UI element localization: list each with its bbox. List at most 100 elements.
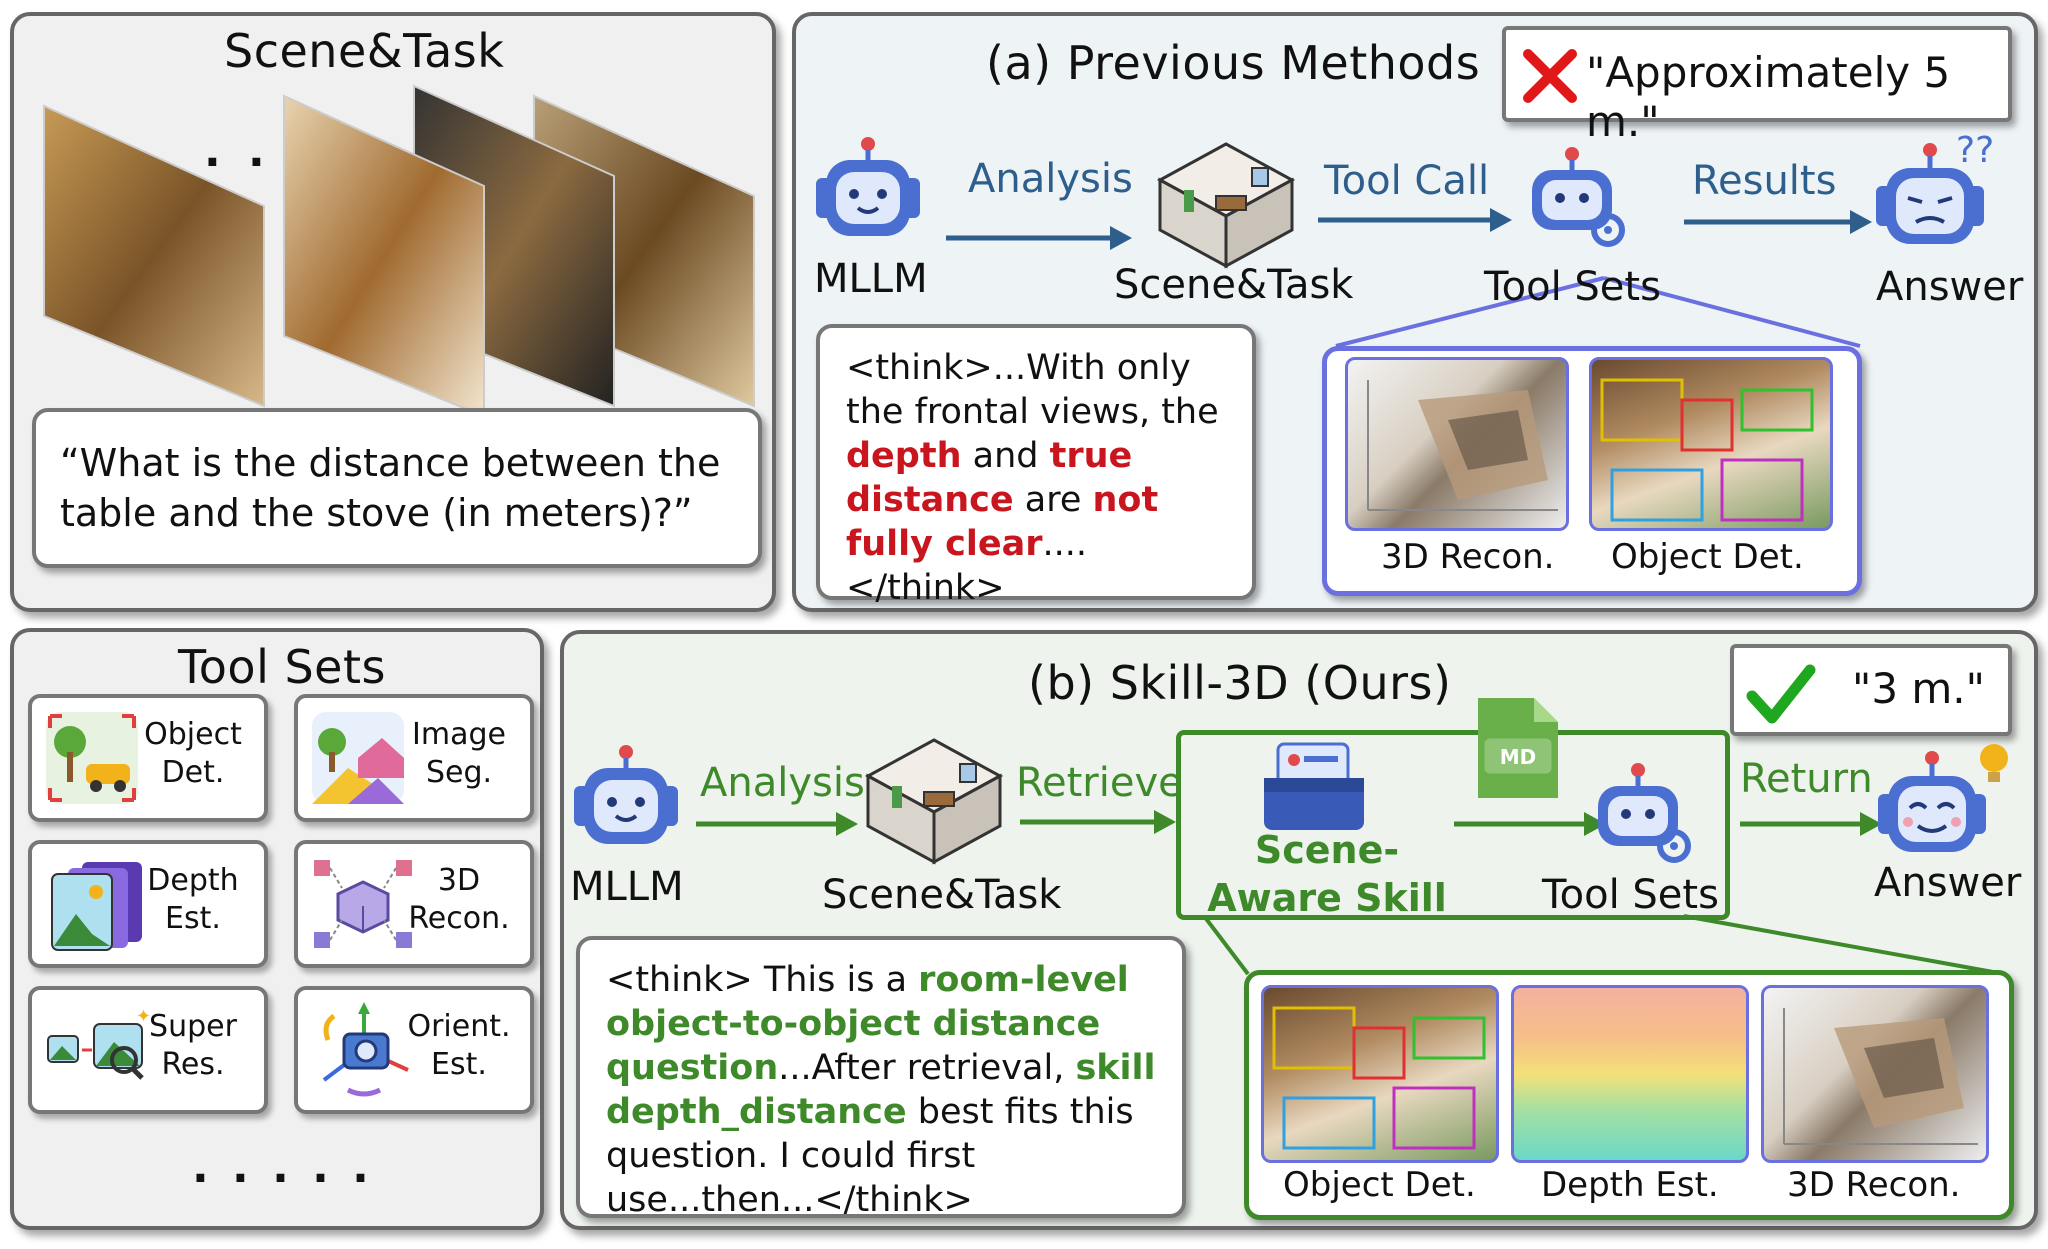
skill-tools-group: [1176, 730, 1730, 920]
tool-name-line1: Orient.: [407, 1009, 511, 1044]
skill-card-box-icon: [1264, 742, 1364, 830]
scene-frames-image: [43, 84, 755, 418]
scene-task-title: Scene&Task: [224, 24, 505, 78]
skill3d-think-box: <think> This is a room-level object-to-o…: [576, 936, 1186, 1220]
previous-tool-call-label: Tool Call: [1324, 158, 1490, 204]
previous-tools-label: Tool Sets: [1484, 264, 1661, 310]
previous-answer-text: "Approximately 5 m.": [1586, 48, 1951, 146]
skill3d-return-label: Return: [1740, 756, 1873, 802]
skill3d-think-text-1: <think> This is a: [606, 960, 919, 1000]
skill3d-depth-est-thumb: [1511, 985, 1749, 1163]
mllm-robot-icon: [816, 137, 920, 236]
previous-thumb-label-object: Object Det.: [1611, 537, 1804, 577]
previous-think-text-3: are: [1013, 480, 1093, 520]
scene-aware-skill-label: Scene-Aware Skill: [1207, 828, 1447, 920]
skill3d-think-text-2: ...After retrieval,: [778, 1048, 1076, 1088]
previous-think-highlight-depth: depth: [846, 436, 962, 476]
skill3d-retrieve-label: Retrieve: [1016, 760, 1183, 806]
skill3d-tool-sets-robot-icon: [1598, 763, 1691, 863]
skill3d-thumb-label-depth: Depth Est.: [1541, 1165, 1719, 1205]
skill3d-object-det-thumb: [1261, 985, 1499, 1163]
tool-sets-title: Tool Sets: [178, 640, 386, 694]
previous-tool-outputs-box: 3D Recon. Object Det.: [1322, 346, 1862, 596]
skill3d-mllm-robot-icon: [574, 745, 678, 844]
question-box: “What is the distance between the table …: [32, 408, 762, 568]
skill3d-tool-outputs-box: Object Det. Depth Est. 3D Recon.: [1244, 970, 2014, 1220]
previous-methods-panel: (a) Previous Methods "Approximately 5 m.…: [792, 12, 2038, 612]
skill3d-object-det-image: [1272, 1006, 1486, 1150]
skill3d-3d-recon-image: [1783, 1008, 1978, 1145]
skill3d-scene-label: Scene&Task: [822, 872, 1062, 918]
3d-recon-plot-image: [1367, 380, 1558, 511]
previous-object-det-thumb: [1589, 357, 1833, 531]
tool-sets-robot-icon: [1532, 147, 1625, 247]
previous-analysis-label: Analysis: [968, 156, 1133, 202]
previous-think-highlight-not-clear: not fully clear: [846, 480, 1159, 564]
svg-text:??: ??: [1956, 130, 1994, 171]
previous-think-box: <think>...With only the frontal views, t…: [816, 324, 1256, 608]
question-text: “What is the distance between the table …: [60, 441, 721, 535]
3d-reconstruction-icon: [314, 860, 412, 948]
tool-name-line2: Det.: [161, 755, 225, 790]
scene-room-icon: [1156, 142, 1296, 269]
tool-name-line1: Super: [149, 1009, 237, 1044]
happy-answer-robot-icon: [1878, 744, 2008, 852]
skill3d-tools-label: Tool Sets: [1542, 872, 1719, 918]
previous-think-text-1: <think>...With only the frontal views, t…: [846, 348, 1219, 432]
tool-card-orient-est-name: Orient.Est.: [400, 1008, 518, 1084]
super-resolution-icon: ✦: [47, 1006, 151, 1080]
tool-name-line1: Image: [412, 717, 506, 752]
tool-name-line2: Est.: [165, 901, 221, 936]
confused-answer-robot-icon: ??: [1876, 130, 1994, 244]
tool-card-orient-est: Orient.Est.: [294, 986, 534, 1114]
skill3d-arrows: [696, 810, 2005, 976]
previous-scene-label: Scene&Task: [1114, 262, 1354, 308]
skill3d-thumb-label-object: Object Det.: [1283, 1165, 1476, 1205]
previous-methods-title: (a) Previous Methods: [986, 36, 1481, 90]
tool-name-line2: Seg.: [425, 755, 493, 790]
previous-3d-recon-thumb: [1345, 357, 1569, 531]
skill3d-answer-label: Answer: [1874, 860, 2022, 906]
orientation-estimation-icon: [322, 1002, 409, 1097]
tool-name-line1: Depth: [147, 863, 239, 898]
skill3d-panel: (b) Skill-3D (Ours) "3 m." MLLM Analysis…: [560, 630, 2038, 1230]
previous-thumb-label-3d: 3D Recon.: [1381, 537, 1555, 577]
skill3d-answer-text: "3 m.": [1852, 664, 1985, 713]
previous-answer-label: Answer: [1876, 264, 2024, 310]
object-det-image: [1600, 378, 1814, 522]
previous-think-highlight-true-distance: true distance: [846, 436, 1133, 520]
previous-think-text-2: and: [961, 436, 1050, 476]
tool-name-line1: Object: [144, 717, 242, 752]
image-segmentation-icon: [312, 712, 404, 804]
skill3d-think-highlight-skill: skill depth_distance: [606, 1048, 1156, 1132]
skill3d-mllm-label: MLLM: [570, 864, 684, 910]
cross-icon: [1523, 49, 1577, 103]
skill3d-thumb-label-3d: 3D Recon.: [1787, 1165, 1961, 1205]
tool-name-line2: Est.: [431, 1047, 487, 1082]
tool-name-line2: Recon.: [408, 901, 510, 936]
object-detection-icon: [46, 712, 138, 804]
tool-name-line2: Res.: [161, 1047, 225, 1082]
skill3d-think-highlight-question-type: room-level object-to-object distance que…: [606, 960, 1129, 1088]
svg-text:✦: ✦: [136, 1006, 151, 1027]
depth-estimation-icon: [51, 862, 142, 951]
previous-results-label: Results: [1692, 158, 1837, 204]
tool-name-line1: 3D: [437, 863, 481, 898]
previous-think-text-4: ....</think>: [846, 524, 1088, 608]
previous-answer-box: "Approximately 5 m.": [1502, 26, 2012, 146]
skill3d-analysis-label: Analysis: [700, 760, 865, 806]
check-icon: [1746, 664, 1816, 724]
md-file-label: MD: [1500, 745, 1537, 769]
skill3d-think-text-3: best fits this question. I could first u…: [606, 1092, 1134, 1220]
scene-task-panel: Scene&Task . . . “What is the distance b…: [10, 12, 776, 612]
skill3d-scene-room-icon: [864, 738, 1004, 865]
